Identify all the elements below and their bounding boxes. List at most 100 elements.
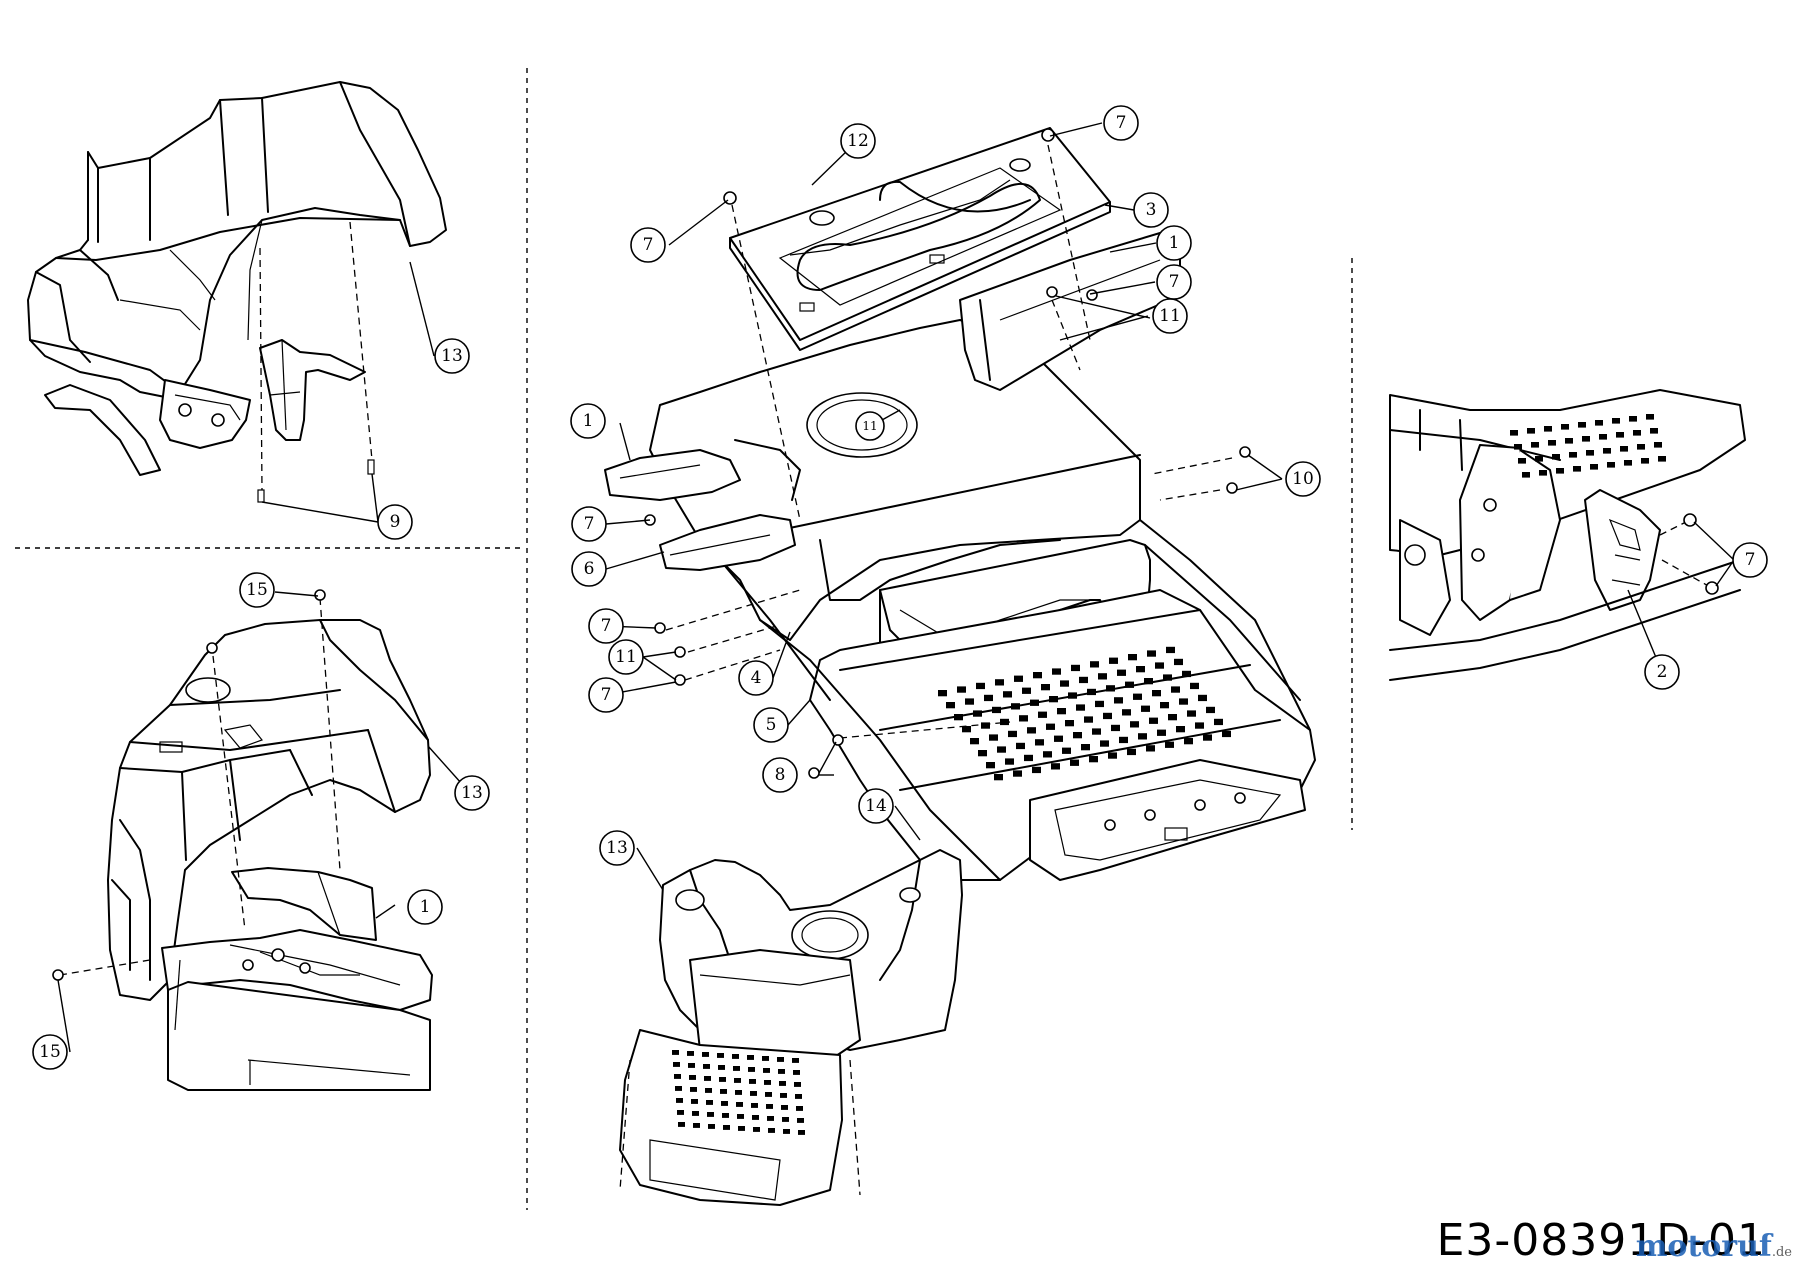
- grid-hole: [763, 1068, 770, 1073]
- grid-hole: [1119, 736, 1128, 744]
- callout-9: 9: [377, 504, 413, 540]
- grid-hole: [780, 1093, 787, 1098]
- svg-text:6: 6: [584, 559, 595, 579]
- grid-hole: [704, 1076, 711, 1081]
- svg-text:11: 11: [1159, 306, 1181, 326]
- svg-text:11: 11: [862, 419, 877, 433]
- panel-separators: [15, 68, 1353, 1210]
- grid-hole: [723, 1125, 730, 1130]
- grid-hole: [672, 1050, 679, 1055]
- grid-hole: [957, 686, 966, 693]
- grid-hole: [1163, 674, 1172, 681]
- grid-hole: [1065, 720, 1074, 727]
- grid-hole: [1222, 730, 1231, 738]
- grid-hole: [1071, 664, 1080, 672]
- grid-hole: [721, 1101, 728, 1106]
- grid-hole: [692, 1111, 699, 1116]
- grid-hole: [782, 1117, 789, 1122]
- grid-hole: [797, 1118, 804, 1123]
- svg-text:10: 10: [1292, 469, 1314, 489]
- grid-hole: [984, 694, 993, 702]
- watermark-domain: .de: [1771, 1245, 1792, 1260]
- grid-hole: [751, 1103, 758, 1108]
- grid-hole: [1624, 460, 1632, 466]
- grid-hole: [1014, 675, 1023, 682]
- callout-7-left-bottom: 7: [588, 677, 624, 713]
- grid-hole: [1514, 444, 1522, 450]
- grid-hole: [691, 1099, 698, 1104]
- grid-hole: [764, 1080, 771, 1085]
- grid-hole: [1152, 690, 1161, 697]
- callout-7-left-top: 7: [630, 227, 666, 263]
- grid-hole: [1561, 424, 1569, 430]
- grid-hole: [1057, 708, 1066, 715]
- grid-hole: [1595, 420, 1603, 426]
- callout-1-bottom-left: 1: [407, 889, 443, 925]
- grid-hole: [1030, 699, 1039, 706]
- grid-hole: [676, 1098, 683, 1103]
- grid-hole: [1198, 694, 1207, 702]
- grid-hole: [781, 1105, 788, 1110]
- grid-hole: [1027, 727, 1036, 734]
- grid-hole: [1013, 770, 1022, 777]
- grid-hole: [976, 682, 985, 690]
- grid-hole: [1203, 734, 1212, 741]
- callout-13-bottom-left: 13: [454, 775, 490, 811]
- grid-hole: [1128, 654, 1137, 661]
- grid-hole: [970, 738, 979, 745]
- svg-text:9: 9: [390, 512, 401, 532]
- grid-hole: [1603, 448, 1611, 454]
- grid-hole: [734, 1078, 741, 1083]
- watermark-logo: motoruf.de: [1636, 1229, 1792, 1264]
- svg-text:13: 13: [461, 783, 483, 803]
- fender-console-detail-bottom-left: [52, 589, 471, 1091]
- grid-hole: [747, 1055, 754, 1060]
- callout-2: 2: [1644, 654, 1680, 690]
- grid-hole: [674, 1074, 681, 1079]
- svg-text:1: 1: [583, 411, 594, 431]
- callout-13-top-left: 13: [434, 338, 470, 374]
- grid-hole: [1214, 718, 1223, 726]
- grid-hole: [1190, 682, 1199, 690]
- grid-hole: [796, 1106, 803, 1111]
- grid-hole: [1174, 658, 1183, 666]
- callout-14: 14: [858, 788, 894, 824]
- grid-hole: [795, 1094, 802, 1099]
- svg-text:7: 7: [601, 685, 612, 705]
- grid-hole: [1084, 716, 1093, 723]
- grid-hole: [1646, 414, 1654, 420]
- callout-11-left: 11: [608, 639, 644, 675]
- grid-hole: [1054, 735, 1063, 742]
- grid-hole: [1103, 712, 1112, 720]
- grid-hole: [1556, 468, 1564, 474]
- grid-hole: [1032, 766, 1041, 774]
- grid-hole: [1136, 666, 1145, 673]
- grid-hole: [1586, 450, 1594, 456]
- grid-hole: [1141, 705, 1150, 712]
- svg-text:1: 1: [1169, 233, 1180, 253]
- grid-hole: [1000, 718, 1009, 726]
- grid-hole: [1633, 430, 1641, 436]
- fender-shroud-detail-top-left: [27, 81, 447, 523]
- grid-hole: [1552, 454, 1560, 460]
- grid-hole: [732, 1054, 739, 1059]
- callout-4: 4: [738, 660, 774, 696]
- svg-text:12: 12: [847, 131, 869, 151]
- grid-hole: [1092, 728, 1101, 735]
- grid-hole: [1187, 710, 1196, 717]
- grid-hole: [1041, 684, 1050, 691]
- grid-hole: [1544, 426, 1552, 432]
- grid-hole: [750, 1091, 757, 1096]
- grid-hole: [1005, 758, 1014, 765]
- grid-hole: [965, 698, 974, 705]
- grid-hole: [1629, 416, 1637, 422]
- grid-hole: [736, 1102, 743, 1107]
- grid-hole: [962, 726, 971, 733]
- grid-hole: [1003, 691, 1012, 698]
- grid-hole: [1565, 438, 1573, 444]
- grid-hole: [1147, 650, 1156, 657]
- grid-hole: [706, 1100, 713, 1105]
- svg-text:7: 7: [584, 514, 595, 534]
- grid-hole: [989, 734, 998, 741]
